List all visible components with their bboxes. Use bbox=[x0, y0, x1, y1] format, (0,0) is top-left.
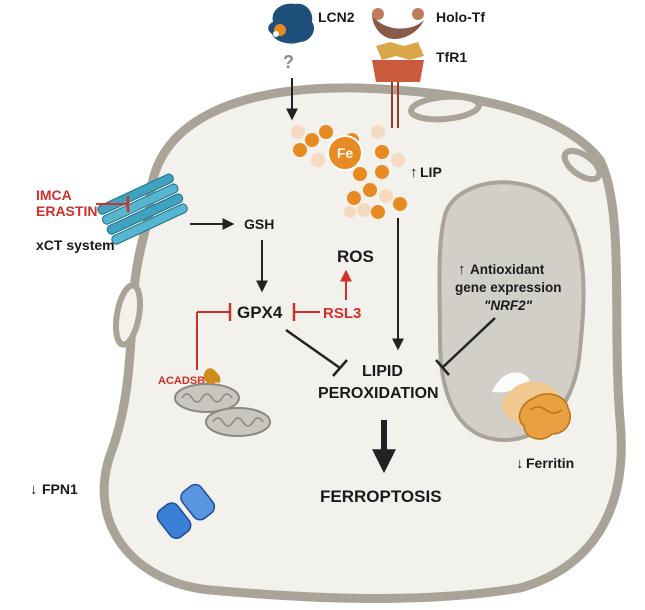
ferroptosis-label: FERROPTOSIS bbox=[320, 487, 442, 506]
gpx4-inhibition bbox=[285, 328, 348, 377]
vesicles bbox=[112, 93, 603, 348]
antiox-up-arrow: ↑ bbox=[458, 261, 466, 278]
fpn1-channel-icon bbox=[156, 483, 216, 539]
antiox-line1: Antioxidant bbox=[470, 262, 545, 277]
lcn2-protein-icon bbox=[268, 3, 315, 44]
acadsb-inhibition bbox=[196, 303, 232, 370]
gpx4-label: GPX4 bbox=[237, 303, 283, 322]
imca-label: IMCA bbox=[36, 187, 72, 203]
fe-ion-icon: Fe bbox=[327, 135, 363, 171]
ferritin-label: Ferritin bbox=[526, 455, 574, 471]
antiox-inhibition bbox=[435, 317, 496, 376]
fpn1-label: FPN1 bbox=[42, 481, 78, 497]
holo-tf-icon bbox=[372, 8, 424, 40]
question-mark: ? bbox=[283, 52, 294, 72]
tfr1-receptor-icon bbox=[372, 42, 424, 128]
lipid-label: LIPID bbox=[362, 363, 403, 380]
ferritin-icon bbox=[502, 381, 572, 440]
iron-spheres bbox=[291, 125, 407, 219]
tfr1-label: TfR1 bbox=[436, 49, 467, 65]
xct-label: xCT system bbox=[36, 237, 115, 253]
antiox-line2: gene expression bbox=[455, 280, 562, 295]
holo-tf-label: Holo-Tf bbox=[436, 9, 485, 25]
nrf2-label: "NRF2" bbox=[484, 298, 533, 313]
ferritin-down-arrow: ↓ bbox=[516, 455, 524, 472]
mitochondria-icon bbox=[174, 368, 271, 437]
svg-text:Fe: Fe bbox=[337, 145, 354, 161]
rsl3-inhibition bbox=[292, 303, 320, 321]
lip-label: LIP bbox=[420, 164, 442, 180]
ros-label: ROS bbox=[337, 247, 374, 266]
erastin-label: ERASTIN bbox=[36, 203, 97, 219]
lcn2-label: LCN2 bbox=[318, 9, 355, 25]
fpn1-down-arrow: ↓ bbox=[30, 481, 38, 498]
gsh-label: GSH bbox=[244, 216, 274, 232]
lip-up-arrow: ↑ bbox=[410, 164, 418, 181]
imca-inhibition bbox=[96, 196, 130, 212]
rsl3-label: RSL3 bbox=[323, 305, 361, 322]
peroxidation-label: PEROXIDATION bbox=[318, 385, 439, 402]
acadsb-label: ACADSB bbox=[158, 375, 205, 387]
